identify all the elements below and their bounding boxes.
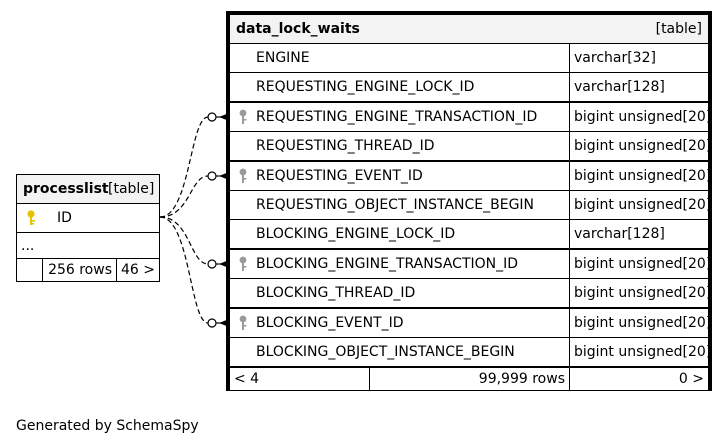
column-row[interactable]: REQUESTING_OBJECT_INSTANCE_BEGIN: [229, 190, 570, 220]
column-type-cell: varchar[32]: [569, 43, 709, 73]
column-row[interactable]: BLOCKING_ENGINE_LOCK_ID: [229, 219, 570, 249]
column-row[interactable]: REQUESTING_ENGINE_TRANSACTION_ID: [229, 102, 570, 132]
processlist-name: processlist: [23, 181, 109, 197]
column-row[interactable]: BLOCKING_OBJECT_INSTANCE_BEGIN: [229, 337, 570, 367]
foreign-key-icon: [239, 315, 247, 330]
column-type-cell: bigint unsigned[20]: [569, 308, 709, 338]
processlist-kind: [table]: [108, 181, 155, 197]
primary-key-icon: [27, 210, 35, 225]
processlist-column-name: ID: [57, 210, 72, 226]
relationship-line: [159, 216, 209, 324]
foreign-key-icon: [239, 109, 247, 124]
optional-marker: [207, 259, 217, 269]
column-type-cell: varchar[128]: [569, 72, 709, 102]
processlist-table[interactable]: processlist [table] ID ... 256 rows 46 >: [16, 174, 160, 282]
column-name: REQUESTING_EVENT_ID: [256, 168, 423, 184]
relationship-line: [159, 175, 209, 218]
column-type: bigint unsigned[20]: [574, 138, 709, 154]
processlist-column-id[interactable]: ID: [16, 203, 160, 233]
optional-marker: [207, 112, 217, 122]
processlist-row-count: 256 rows: [48, 262, 112, 278]
optional-marker: [207, 171, 217, 181]
column-type-cell: bigint unsigned[20]: [569, 278, 709, 308]
processlist-footer-parents: [16, 258, 43, 282]
column-type-cell: bigint unsigned[20]: [569, 161, 709, 191]
data-lock-waits-kind: [table]: [655, 21, 702, 37]
foreign-key-icon: [239, 256, 247, 271]
data-lock-waits-table[interactable]: data_lock_waits [table] ENGINE varchar[32…: [226, 11, 712, 391]
column-type-cell: bigint unsigned[20]: [569, 131, 709, 161]
column-row[interactable]: ENGINE: [229, 43, 570, 73]
column-row[interactable]: BLOCKING_ENGINE_TRANSACTION_ID: [229, 249, 570, 279]
processlist-more-columns: ...: [16, 232, 160, 259]
column-name: BLOCKING_EVENT_ID: [256, 315, 404, 331]
column-name: BLOCKING_THREAD_ID: [256, 285, 416, 301]
column-type-cell: bigint unsigned[20]: [569, 249, 709, 279]
column-name: REQUESTING_ENGINE_TRANSACTION_ID: [256, 109, 538, 125]
column-name: REQUESTING_ENGINE_LOCK_ID: [256, 79, 475, 95]
processlist-children-count: 46 >: [121, 262, 155, 278]
relationship-line: [159, 116, 209, 218]
column-name: REQUESTING_THREAD_ID: [256, 138, 435, 154]
processlist-header: processlist [table]: [16, 174, 160, 204]
data-lock-waits-footer-rows: 99,999 rows: [369, 367, 570, 391]
column-type-cell: bigint unsigned[20]: [569, 102, 709, 132]
column-type: bigint unsigned[20]: [574, 256, 709, 272]
column-type: varchar[128]: [574, 79, 665, 95]
data-lock-waits-row-count: 99,999 rows: [478, 371, 565, 387]
data-lock-waits-parents-count: < 4: [234, 371, 260, 387]
column-type: bigint unsigned[20]: [574, 344, 709, 360]
processlist-footer-children: 46 >: [116, 258, 160, 282]
processlist-footer-rows: 256 rows: [42, 258, 117, 282]
column-type: bigint unsigned[20]: [574, 285, 709, 301]
generator-credit: Generated by SchemaSpy: [16, 418, 199, 434]
column-type-cell: bigint unsigned[20]: [569, 337, 709, 367]
data-lock-waits-name: data_lock_waits: [236, 21, 360, 37]
column-type: bigint unsigned[20]: [574, 197, 709, 213]
optional-marker: [207, 318, 217, 328]
column-type: bigint unsigned[20]: [574, 315, 709, 331]
column-type: bigint unsigned[20]: [574, 168, 709, 184]
column-row[interactable]: REQUESTING_THREAD_ID: [229, 131, 570, 161]
column-name: REQUESTING_OBJECT_INSTANCE_BEGIN: [256, 197, 535, 213]
column-type: bigint unsigned[20]: [574, 109, 709, 125]
column-name: BLOCKING_ENGINE_TRANSACTION_ID: [256, 256, 519, 272]
column-type: varchar[32]: [574, 50, 656, 66]
data-lock-waits-header: data_lock_waits [table]: [229, 14, 709, 44]
processlist-more: ...: [21, 237, 35, 254]
data-lock-waits-children-count: 0 >: [678, 371, 704, 387]
data-lock-waits-footer-parents: < 4: [229, 367, 370, 391]
relationship-line: [159, 216, 209, 265]
foreign-key-icon: [239, 168, 247, 183]
column-row[interactable]: BLOCKING_THREAD_ID: [229, 278, 570, 308]
column-type-cell: varchar[128]: [569, 219, 709, 249]
column-type-cell: bigint unsigned[20]: [569, 190, 709, 220]
column-name: BLOCKING_ENGINE_LOCK_ID: [256, 226, 456, 242]
column-row[interactable]: BLOCKING_EVENT_ID: [229, 308, 570, 338]
column-row[interactable]: REQUESTING_ENGINE_LOCK_ID: [229, 72, 570, 102]
data-lock-waits-footer-children: 0 >: [569, 367, 709, 391]
column-row[interactable]: REQUESTING_EVENT_ID: [229, 161, 570, 191]
column-type: varchar[128]: [574, 226, 665, 242]
column-name: BLOCKING_OBJECT_INSTANCE_BEGIN: [256, 344, 515, 360]
column-name: ENGINE: [256, 50, 310, 66]
